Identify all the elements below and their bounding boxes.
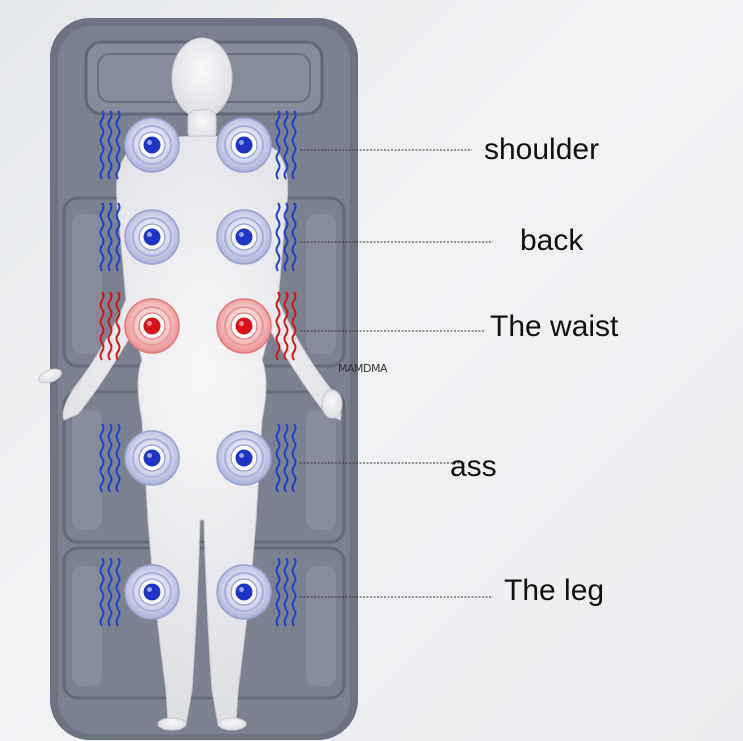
- heat-wave-icon: [275, 291, 281, 361]
- zone-label-back: back: [520, 224, 584, 257]
- heat-wave-icon: [275, 557, 281, 627]
- massage-node-icon: [216, 209, 272, 265]
- massage-node-icon: [124, 564, 180, 620]
- leader-lines: [300, 149, 493, 598]
- heat-wave-icon: [115, 291, 121, 361]
- massage-zone-2: [99, 202, 297, 272]
- heat-wave-icon: [291, 202, 297, 272]
- heat-wave-icon: [107, 557, 113, 627]
- heat-wave-icon: [115, 110, 121, 180]
- heat-wave-icon: [283, 557, 289, 627]
- massage-node-icon: [216, 117, 272, 173]
- watermark-text: MAMDMA: [338, 362, 388, 375]
- massage-zone-4: [99, 423, 297, 493]
- heat-wave-icon: [115, 557, 121, 627]
- massage-node-icon: [124, 117, 180, 173]
- heat-wave-icon: [283, 110, 289, 180]
- massage-node-icon: [216, 564, 272, 620]
- heat-wave-icon: [283, 202, 289, 272]
- body-figure: [38, 37, 343, 731]
- heat-wave-icon: [291, 423, 297, 493]
- heat-wave-icon: [99, 202, 105, 272]
- massage-node-icon: [124, 298, 180, 354]
- massage-nodes: [99, 110, 297, 627]
- heat-wave-icon: [107, 423, 113, 493]
- massage-node-icon: [124, 430, 180, 486]
- heat-wave-icon: [275, 423, 281, 493]
- heat-wave-icon: [291, 291, 297, 361]
- zone-label-ass: ass: [450, 450, 497, 483]
- heat-wave-icon: [283, 291, 289, 361]
- heat-wave-icon: [291, 110, 297, 180]
- heat-wave-icon: [291, 557, 297, 627]
- heat-wave-icon: [99, 557, 105, 627]
- massage-node-icon: [216, 430, 272, 486]
- zone-label-waist: The waist: [490, 310, 619, 343]
- massage-zone-5: [99, 557, 297, 627]
- heat-wave-icon: [99, 291, 105, 361]
- heat-wave-icon: [99, 110, 105, 180]
- zone-label-leg: The leg: [504, 574, 605, 607]
- heat-wave-icon: [107, 202, 113, 272]
- massage-zone-1: [99, 110, 297, 180]
- heat-wave-icon: [107, 110, 113, 180]
- massage-node-icon: [216, 298, 272, 354]
- massage-node-icon: [124, 209, 180, 265]
- heat-wave-icon: [115, 202, 121, 272]
- heat-wave-icon: [99, 423, 105, 493]
- heat-wave-icon: [275, 110, 281, 180]
- heat-wave-icon: [283, 423, 289, 493]
- heat-wave-icon: [275, 202, 281, 272]
- heat-wave-icon: [115, 423, 121, 493]
- heat-wave-icon: [107, 291, 113, 361]
- zone-label-shoulder: shoulder: [484, 133, 600, 166]
- massage-zone-3: [99, 291, 297, 361]
